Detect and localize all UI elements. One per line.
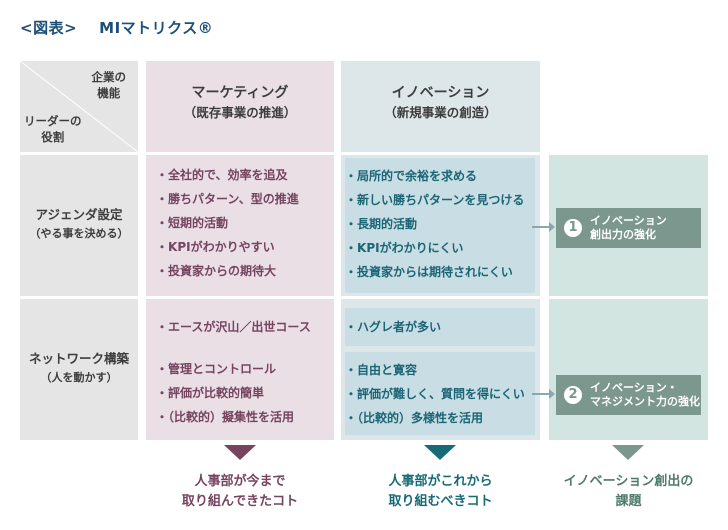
- list-item: 新しい勝ちパターンを見つける: [345, 188, 535, 212]
- list-item: KPIがわかりやすい: [156, 235, 334, 259]
- number-badge: 1: [564, 219, 582, 237]
- number-badge: 2: [564, 386, 582, 404]
- footer-text: 課題: [615, 494, 642, 509]
- challenge-box-1: 1 イノベーション創出力の強化: [556, 208, 701, 248]
- challenge-text: 創出力の強化: [590, 228, 656, 241]
- challenge-text: マネジメント力の強化: [590, 395, 700, 408]
- footer-text: 人事部がこれから: [388, 474, 493, 489]
- list-item: （比較的）擬集性を活用: [156, 405, 334, 429]
- corner-cell: 企業の機能 リーダーの役割: [20, 61, 138, 152]
- column-header-innovation: イノベーション （新規事業の創造）: [341, 61, 540, 152]
- arrow-right-icon: [532, 222, 555, 232]
- list-item: ハグレ者が多い: [345, 315, 535, 339]
- list-item: （比較的）多様性を活用: [345, 406, 535, 430]
- arrow-right-icon: [532, 389, 555, 399]
- title-prefix: <図表>: [20, 19, 78, 37]
- column-subtitle: （既存事業の推進）: [183, 105, 297, 120]
- role-label: リーダーの: [24, 114, 82, 128]
- list-item: 投資家からの期待大: [156, 259, 334, 283]
- innovation-network-box-b: 自由と寛容評価が難しく、質問を得にくい（比較的）多様性を活用: [345, 352, 535, 435]
- challenge-cell-2: [549, 299, 708, 440]
- footer-text: 取り組むべきコト: [388, 494, 493, 509]
- down-triangle-icon: [424, 445, 456, 460]
- footer-text: イノベーション創出の: [563, 474, 694, 489]
- row-subtitle: （やる事を決める）: [29, 227, 129, 240]
- row-subtitle: （人を動かす）: [40, 371, 118, 384]
- list-item: 勝ちパターン、型の推進: [156, 187, 334, 211]
- down-triangle-icon: [612, 445, 644, 460]
- footer-text: 取り組んできたコト: [181, 494, 299, 509]
- title-main: MIマトリクス®: [99, 19, 214, 37]
- figure-title: <図表> MIマトリクス®: [20, 17, 235, 38]
- footer-innovation: 人事部がこれから取り組むべきコト: [341, 472, 540, 512]
- list-item: 評価が難しく、質問を得にくい: [345, 382, 535, 406]
- function-label: 機能: [97, 86, 121, 100]
- innovation-agenda-box: 局所的で余裕を求める新しい勝ちパターンを見つける長期的活動KPIがわかりにくい投…: [345, 158, 535, 293]
- marketing-agenda-cell: 全社的で、効率を追及勝ちパターン、型の推進短期的活動KPIがわかりやすい投資家か…: [146, 155, 334, 296]
- row-title: ネットワーク構築: [28, 351, 129, 366]
- list-item: 自由と寛容: [345, 358, 535, 382]
- innovation-network-box-a: ハグレ者が多い: [345, 308, 535, 346]
- list-item: 管理とコントロール: [156, 357, 334, 381]
- challenge-text: イノベーション・: [590, 381, 678, 394]
- challenge-box-2: 2 イノベーション・マネジメント力の強化: [556, 375, 701, 415]
- footer-marketing: 人事部が今まで取り組んできたコト: [146, 472, 334, 512]
- column-header-marketing: マーケティング （既存事業の推進）: [146, 61, 334, 152]
- column-title: マーケティング: [191, 85, 289, 101]
- row-header-network: ネットワーク構築 （人を動かす）: [20, 299, 138, 440]
- marketing-network-cell: エースが沢山／出世コース 管理とコントロール評価が比較的簡単（比較的）擬集性を活…: [146, 299, 334, 440]
- down-triangle-icon: [224, 445, 256, 460]
- function-label: 企業の: [91, 70, 127, 84]
- list-item: 評価が比較的簡単: [156, 381, 334, 405]
- column-title: イノベーション: [391, 85, 490, 101]
- list-item: KPIがわかりにくい: [345, 236, 535, 260]
- role-label: 役割: [41, 130, 65, 144]
- column-subtitle: （新規事業の創造）: [384, 105, 497, 120]
- challenge-text: イノベーション: [590, 214, 667, 227]
- list-item: 局所的で余裕を求める: [345, 164, 535, 188]
- diagonal-line: [20, 61, 138, 152]
- row-header-agenda: アジェンダ設定 （やる事を決める）: [20, 155, 138, 296]
- row-title: アジェンダ設定: [35, 207, 123, 222]
- footer-challenge: イノベーション創出の課題: [543, 472, 714, 512]
- list-item: 全社的で、効率を追及: [156, 163, 334, 187]
- list-item: エースが沢山／出世コース: [156, 315, 334, 339]
- list-item: 短期的活動: [156, 211, 334, 235]
- footer-text: 人事部が今まで: [194, 474, 286, 489]
- list-item: 長期的活動: [345, 212, 535, 236]
- list-item: 投資家からは期待されにくい: [345, 260, 535, 284]
